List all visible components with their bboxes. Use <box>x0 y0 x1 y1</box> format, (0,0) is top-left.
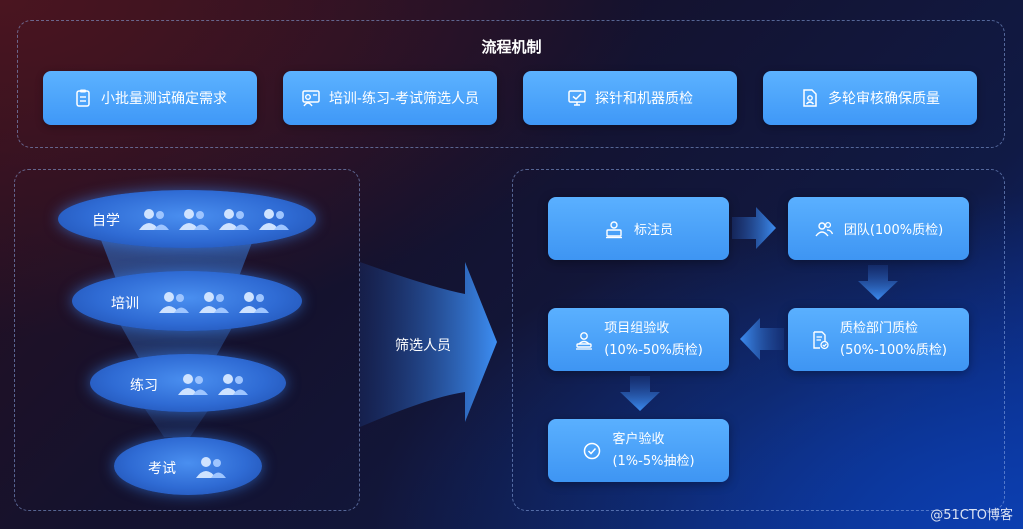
customer-ratio: (1%-5%抽检) <box>612 453 695 469</box>
people-icon <box>259 209 289 230</box>
people-group-1 <box>137 207 291 231</box>
project-group-box: 项目组验收 (10%-50%质检) <box>548 308 729 371</box>
qa-dept-box: 质检部门质检 (50%-100%质检) <box>788 308 969 371</box>
process-title: 流程机制 <box>481 38 542 56</box>
funnel-panel <box>14 169 360 511</box>
arrow-left <box>740 318 784 360</box>
funnel-level-1 <box>58 190 316 248</box>
user-stamp-icon <box>576 331 593 350</box>
project-group-ratio: (10%-50%质检) <box>604 342 703 358</box>
process-item-label: 小批量测试确定需求 <box>101 91 227 107</box>
team-label: 团队(100%质检) <box>843 223 944 238</box>
funnel-label-3: 练习 <box>130 378 158 394</box>
people-icon <box>239 292 269 313</box>
process-item-label: 培训-练习-考试筛选人员 <box>328 91 480 107</box>
flow-arrows <box>620 207 898 411</box>
people-icon <box>199 292 229 313</box>
annotator-icon <box>605 220 622 238</box>
team-box: 团队(100%质检) <box>788 197 969 260</box>
people-icon <box>139 209 169 230</box>
doc-check-icon <box>813 330 829 349</box>
people-icon <box>179 209 209 230</box>
people-group-2 <box>157 290 271 314</box>
watermark: @51CTO博客 <box>930 508 1013 523</box>
people-icon <box>178 374 208 395</box>
process-panel <box>17 20 1005 148</box>
annotator-box: 标注员 <box>548 197 729 260</box>
arrow-down-1 <box>858 265 898 300</box>
qa-dept-ratio: (50%-100%质检) <box>840 342 947 358</box>
funnel-label-4: 考试 <box>148 461 176 477</box>
people-icon <box>196 457 226 478</box>
arrow-right <box>732 207 776 249</box>
funnel-level-2 <box>72 271 302 331</box>
document-person-icon <box>803 89 817 107</box>
team-icon <box>815 221 833 236</box>
process-item-label: 多轮审核确保质量 <box>828 91 940 107</box>
people-group-3 <box>176 372 250 396</box>
customer-title: 客户验收 <box>612 431 665 447</box>
people-group-4 <box>194 455 228 479</box>
monitor-check-icon <box>568 90 586 106</box>
process-item-training: 培训-练习-考试筛选人员 <box>283 71 497 125</box>
funnel-level-4 <box>114 437 262 495</box>
people-icon <box>219 209 249 230</box>
process-item-test: 小批量测试确定需求 <box>43 71 257 125</box>
project-group-title: 项目组验收 <box>604 320 670 336</box>
customer-box: 客户验收 (1%-5%抽检) <box>548 419 729 482</box>
qa-dept-title: 质检部门质检 <box>840 320 919 336</box>
trainer-icon <box>302 90 320 107</box>
flow-panel <box>512 169 1005 511</box>
screening-label: 筛选人员 <box>395 338 451 354</box>
process-item-probe: 探针和机器质检 <box>523 71 737 125</box>
people-icon <box>159 292 189 313</box>
annotator-label: 标注员 <box>633 223 673 238</box>
clipboard-icon <box>76 89 90 107</box>
people-icon <box>218 374 248 395</box>
funnel-label-2: 培训 <box>111 296 139 312</box>
arrow-down-2 <box>620 376 660 411</box>
funnel-label-1: 自学 <box>92 213 120 229</box>
process-item-review: 多轮审核确保质量 <box>763 71 977 125</box>
screening-arrow <box>360 262 497 427</box>
check-circle-icon <box>584 442 601 459</box>
process-item-label: 探针和机器质检 <box>595 91 693 107</box>
